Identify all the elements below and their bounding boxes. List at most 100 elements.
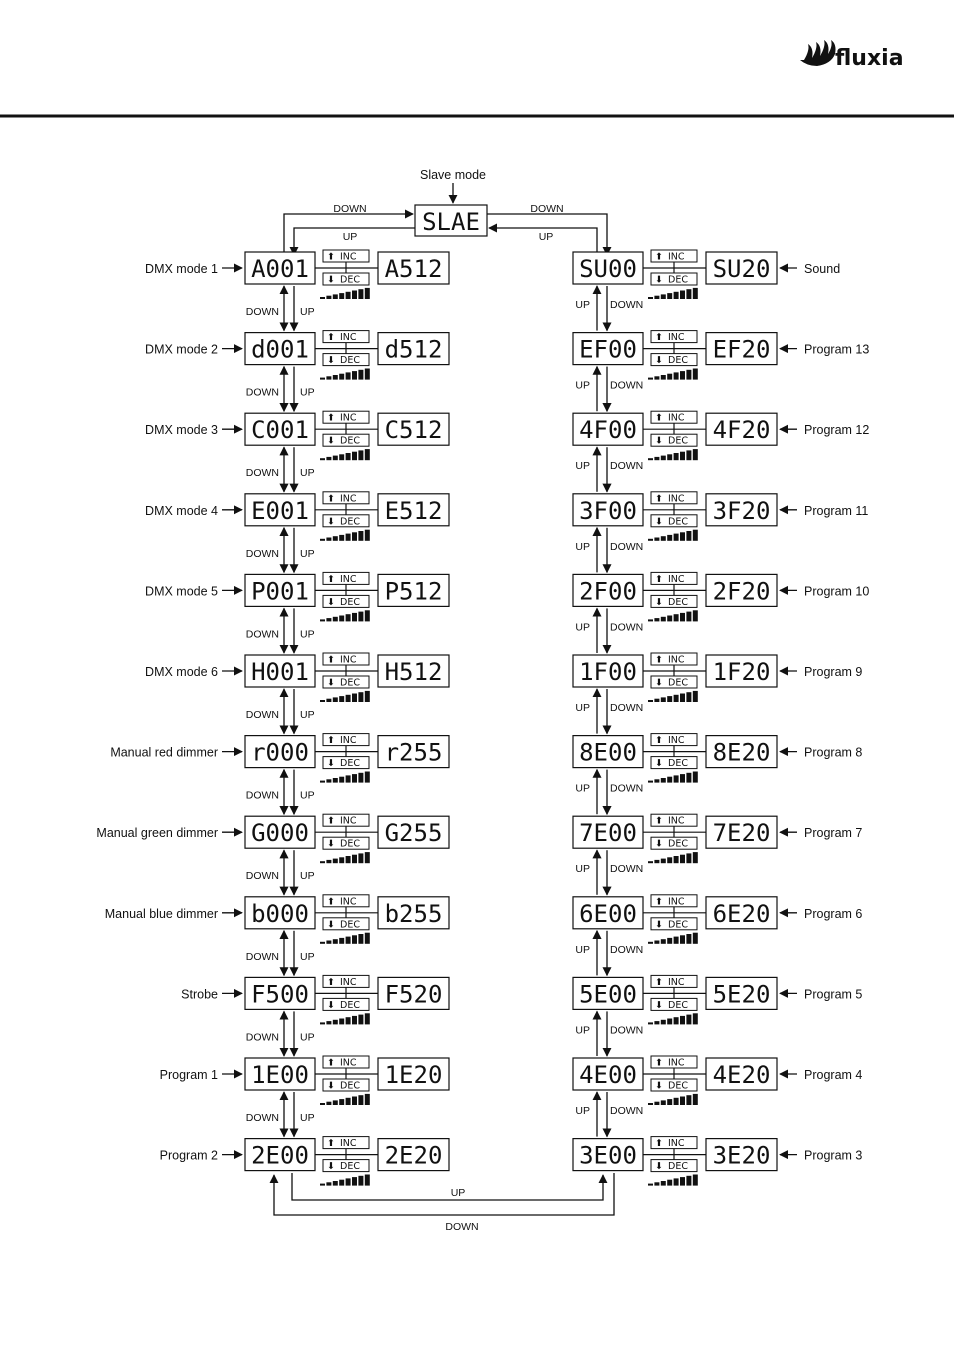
slave-left-up-label: UP bbox=[343, 231, 358, 243]
right-dec-button[interactable]: ⬇DEC bbox=[650, 917, 698, 931]
left-dec-button[interactable]: ⬇DEC bbox=[322, 353, 370, 367]
right-row-label: Program 3 bbox=[804, 1149, 862, 1163]
left-row-label: DMX mode 6 bbox=[145, 665, 218, 679]
left-start-value: F500 bbox=[251, 980, 309, 1008]
left-dec-button[interactable]: ⬇DEC bbox=[322, 433, 370, 447]
right-dec-button[interactable]: ⬇DEC bbox=[650, 272, 698, 286]
right-inc-button[interactable]: ⬆INC bbox=[650, 410, 698, 424]
left-row-label: DMX mode 3 bbox=[145, 423, 218, 437]
level-bars-icon bbox=[648, 771, 698, 783]
right-start-value: 7E00 bbox=[579, 819, 637, 847]
right-inc-button[interactable]: ⬆INC bbox=[650, 813, 698, 827]
left-dec-label: DEC bbox=[340, 1081, 360, 1092]
right-inc-button[interactable]: ⬆INC bbox=[650, 652, 698, 666]
right-dec-button[interactable]: ⬇ DEC bbox=[650, 1159, 698, 1173]
right-dec-button[interactable]: ⬇DEC bbox=[650, 514, 698, 528]
left-dec-button[interactable]: ⬇DEC bbox=[322, 836, 370, 850]
right-inc-button[interactable]: ⬆INC bbox=[650, 571, 698, 585]
left-up-label: UP bbox=[300, 387, 315, 399]
left-dec-button[interactable]: ⬇DEC bbox=[322, 514, 370, 528]
right-dec-button[interactable]: ⬇DEC bbox=[650, 353, 698, 367]
left-end-value: P512 bbox=[385, 577, 443, 605]
left-inc-button[interactable]: ⬆INC bbox=[322, 974, 370, 988]
left-down-label: DOWN bbox=[246, 1112, 279, 1124]
right-start-value: 5E00 bbox=[579, 980, 637, 1008]
right-end-display bbox=[705, 251, 778, 285]
right-inc-button[interactable]: ⬆INC bbox=[650, 733, 698, 747]
level-bars-icon bbox=[648, 449, 698, 461]
left-inc-button[interactable]: ⬆INC bbox=[322, 1136, 370, 1150]
brand-logo: fluxia bbox=[800, 40, 904, 71]
right-end-display bbox=[705, 1137, 778, 1172]
right-dec-button[interactable]: ⬇DEC bbox=[650, 433, 698, 447]
right-row-label: Program 9 bbox=[804, 665, 862, 679]
right-dec-button[interactable]: ⬇DEC bbox=[650, 594, 698, 608]
right-dec-label: DEC bbox=[668, 597, 688, 608]
right-dec-label: DEC bbox=[668, 1161, 688, 1172]
right-dec-button[interactable]: ⬇DEC bbox=[650, 836, 698, 850]
left-up-label: UP bbox=[300, 628, 315, 640]
up-arrow-icon: ⬆ bbox=[655, 1138, 663, 1149]
left-inc-button[interactable]: ⬆INC bbox=[322, 733, 370, 747]
level-bars-icon bbox=[320, 1093, 370, 1105]
left-start-value: 1E00 bbox=[251, 1061, 309, 1089]
down-arrow-icon: ⬇ bbox=[655, 1161, 663, 1172]
right-dec-button[interactable]: ⬇DEC bbox=[650, 1078, 698, 1092]
right-row-label: Program 6 bbox=[804, 907, 862, 921]
down-arrow-icon: ⬇ bbox=[327, 678, 335, 689]
left-inc-button[interactable]: ⬆INC bbox=[322, 894, 370, 908]
right-dec-button[interactable]: ⬇DEC bbox=[650, 675, 698, 689]
left-end-display bbox=[377, 896, 450, 930]
right-dec-button[interactable]: ⬇DEC bbox=[650, 756, 698, 770]
right-inc-button[interactable]: ⬆INC bbox=[650, 249, 698, 263]
left-end-display bbox=[377, 573, 450, 608]
left-start-display bbox=[244, 976, 316, 1011]
left-inc-button[interactable]: ⬆INC bbox=[322, 571, 370, 585]
right-inc-button[interactable]: ⬆INC bbox=[650, 1055, 698, 1069]
left-start-value: P001 bbox=[251, 577, 309, 605]
level-bars-icon bbox=[648, 852, 698, 864]
right-inc-button[interactable]: ⬆INC bbox=[650, 330, 698, 344]
left-dec-button[interactable]: ⬇DEC bbox=[322, 675, 370, 689]
left-end-value: r255 bbox=[385, 739, 443, 767]
right-up-label: UP bbox=[575, 541, 590, 553]
left-inc-button[interactable]: ⬆INC bbox=[322, 410, 370, 424]
right-end-value: 8E20 bbox=[713, 739, 771, 767]
down-arrow-icon: ⬇ bbox=[655, 678, 663, 689]
right-dec-button[interactable]: ⬇DEC bbox=[650, 997, 698, 1011]
left-up-label: UP bbox=[300, 1112, 315, 1124]
left-dec-button[interactable]: ⬇DEC bbox=[322, 997, 370, 1011]
right-inc-label: INC bbox=[668, 896, 685, 907]
left-inc-button[interactable]: ⬆INC bbox=[322, 1055, 370, 1069]
left-dec-button[interactable]: ⬇DEC bbox=[322, 1159, 370, 1173]
left-dec-button[interactable]: ⬇DEC bbox=[322, 1078, 370, 1092]
right-row-label: Program 5 bbox=[804, 987, 862, 1001]
up-arrow-icon: ⬆ bbox=[327, 252, 335, 263]
down-arrow-icon: ⬇ bbox=[327, 758, 335, 769]
left-dec-label: DEC bbox=[340, 1000, 360, 1011]
left-inc-button[interactable]: ⬆INC bbox=[322, 249, 370, 263]
left-inc-button[interactable]: ⬆INC bbox=[322, 652, 370, 666]
down-arrow-icon: ⬇ bbox=[655, 919, 663, 930]
left-inc-button[interactable]: ⬆INC bbox=[322, 330, 370, 344]
left-inc-button[interactable]: ⬆INC bbox=[322, 491, 370, 505]
left-inc-button[interactable]: ⬆INC bbox=[322, 813, 370, 827]
slave-mode-label: Slave mode bbox=[420, 168, 486, 182]
right-inc-button[interactable]: ⬆INC bbox=[650, 894, 698, 908]
right-up-label: UP bbox=[575, 1024, 590, 1036]
left-dec-button[interactable]: ⬇DEC bbox=[322, 272, 370, 286]
right-inc-button[interactable]: ⬆INC bbox=[650, 974, 698, 988]
right-inc-button[interactable]: ⬆INC bbox=[650, 491, 698, 505]
right-inc-button[interactable]: ⬆INC bbox=[650, 1136, 698, 1150]
left-dec-button[interactable]: ⬇DEC bbox=[322, 756, 370, 770]
left-dec-label: DEC bbox=[340, 919, 360, 930]
left-dec-button[interactable]: ⬇DEC bbox=[322, 594, 370, 608]
left-dec-button[interactable]: ⬇DEC bbox=[322, 917, 370, 931]
